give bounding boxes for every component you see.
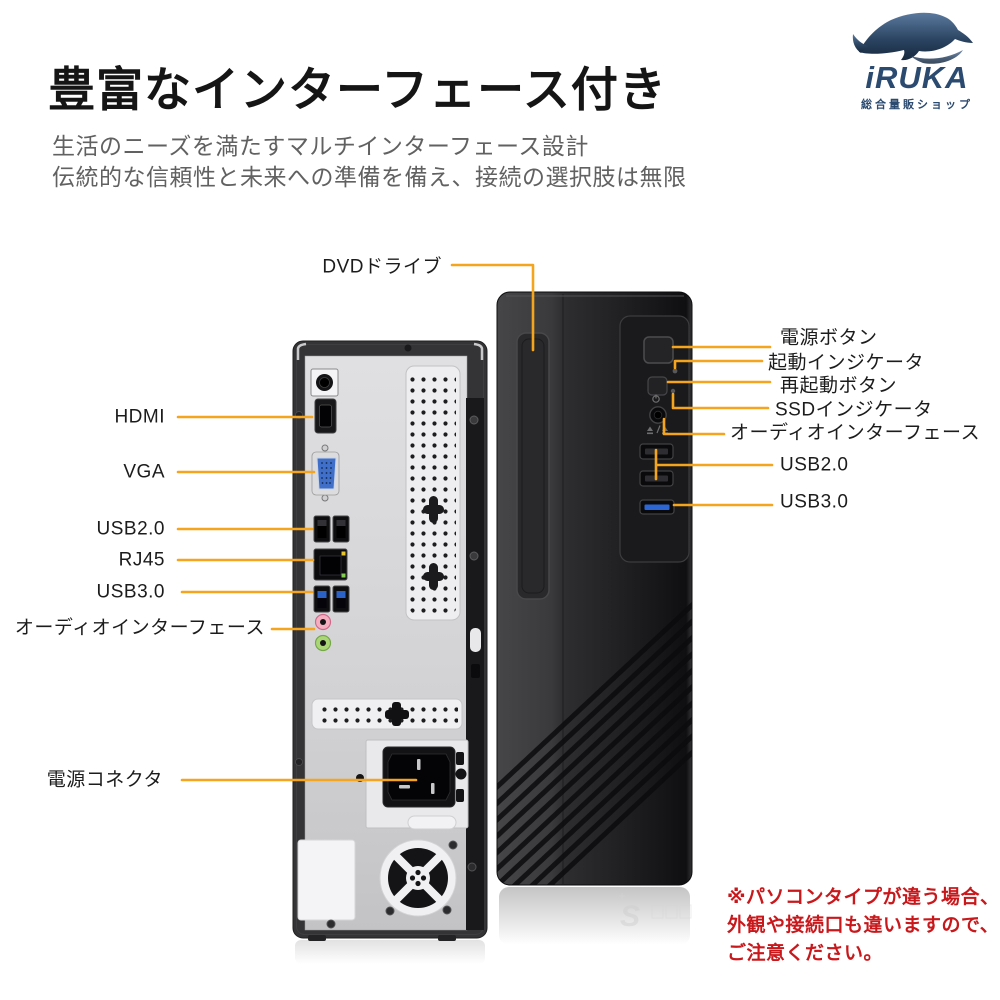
label-restart-button: 再起動ボタン <box>780 375 898 397</box>
callout-dvd-drive <box>450 263 535 352</box>
label-usb3-front: USB3.0 <box>780 491 849 513</box>
screw <box>469 551 479 561</box>
label-dvd-drive: DVDドライブ <box>322 256 442 278</box>
diagonal-vents <box>497 598 692 885</box>
ssd-indicator-led <box>670 388 676 394</box>
exhaust-fan <box>326 839 477 929</box>
screw <box>295 758 303 766</box>
dvd-drive-slot <box>516 332 550 600</box>
screw <box>467 862 477 872</box>
subtitle-line-2: 伝統的な信頼性と未来への準備を備え、接続の選択肢は無限 <box>52 164 687 190</box>
power-indicator-led <box>672 368 678 374</box>
label-ssd-indicator: SSDインジケータ <box>775 399 933 421</box>
notice-text: ※パソコンタイプが違う場合、 外観や接続口も違いますので、 ご注意ください。 <box>727 884 999 968</box>
usb3-ports-back <box>313 585 350 613</box>
label-power-button: 電源ボタン <box>780 327 878 349</box>
psu-blank-plate <box>297 839 356 921</box>
label-rj45: RJ45 <box>118 549 165 571</box>
screw <box>448 840 458 850</box>
watermark-logo: S <box>619 893 692 933</box>
screw <box>404 344 412 352</box>
callout-power-indicator <box>673 359 764 370</box>
expansion-slot-bracket <box>405 365 461 621</box>
back-tower <box>292 340 488 941</box>
hdmi-port <box>314 398 337 434</box>
label-usb2-front: USB2.0 <box>780 454 849 476</box>
label-hdmi: HDMI <box>114 406 165 428</box>
label-vga: VGA <box>123 461 165 483</box>
callout-usb2-front <box>654 448 774 481</box>
rj45-port <box>313 548 348 581</box>
label-audio-back: オーディオインターフェース <box>14 617 265 639</box>
audio-jacks-back <box>314 613 332 652</box>
vga-port <box>311 444 340 502</box>
logo-brand-text: iRUKA <box>865 60 969 95</box>
vent-grille <box>311 698 463 730</box>
callout-ssd-indicator <box>671 392 770 410</box>
svg-text:S: S <box>620 900 640 933</box>
dolphin-icon <box>852 12 973 64</box>
usb3-port-front <box>639 499 675 515</box>
callout-lines <box>176 263 774 782</box>
screw <box>385 906 395 916</box>
page-title: 豊富なインターフェース付き <box>48 63 667 116</box>
front-tower <box>496 291 693 886</box>
notice-line-2: 外観や接続口も違いますので、 <box>727 915 1000 936</box>
round-port <box>310 368 339 397</box>
power-button <box>643 336 674 364</box>
floor-reflection <box>295 887 690 964</box>
label-usb3-back: USB3.0 <box>96 581 165 603</box>
screw <box>326 919 336 929</box>
label-power-connector: 電源コネクタ <box>46 769 163 791</box>
usb2-ports-back <box>313 515 350 543</box>
screw <box>442 905 452 915</box>
label-usb2-back: USB2.0 <box>96 518 165 540</box>
screw <box>469 415 479 425</box>
logo-tagline: 総合量販ショップ <box>861 99 973 111</box>
power-symbol-icon <box>652 394 660 403</box>
callout-audio-front <box>662 417 726 436</box>
tower-foot <box>438 935 456 941</box>
label-audio-front: オーディオインターフェース <box>730 422 981 444</box>
audio-jack-front <box>649 406 667 424</box>
power-inlet <box>356 739 469 830</box>
front-io-panel <box>619 315 690 563</box>
tower-foot <box>308 935 326 941</box>
notice-line-3: ご注意ください。 <box>727 943 884 964</box>
notice-line-1: ※パソコンタイプが違う場合、 <box>727 887 1000 908</box>
subtitle-line-1: 生活のニーズを満たすマルチインターフェース設計 <box>52 133 589 159</box>
restart-button <box>647 376 668 396</box>
label-power-indicator: 起動インジケータ <box>768 352 925 374</box>
logo: iRUKA 総合量販ショップ <box>843 10 991 112</box>
